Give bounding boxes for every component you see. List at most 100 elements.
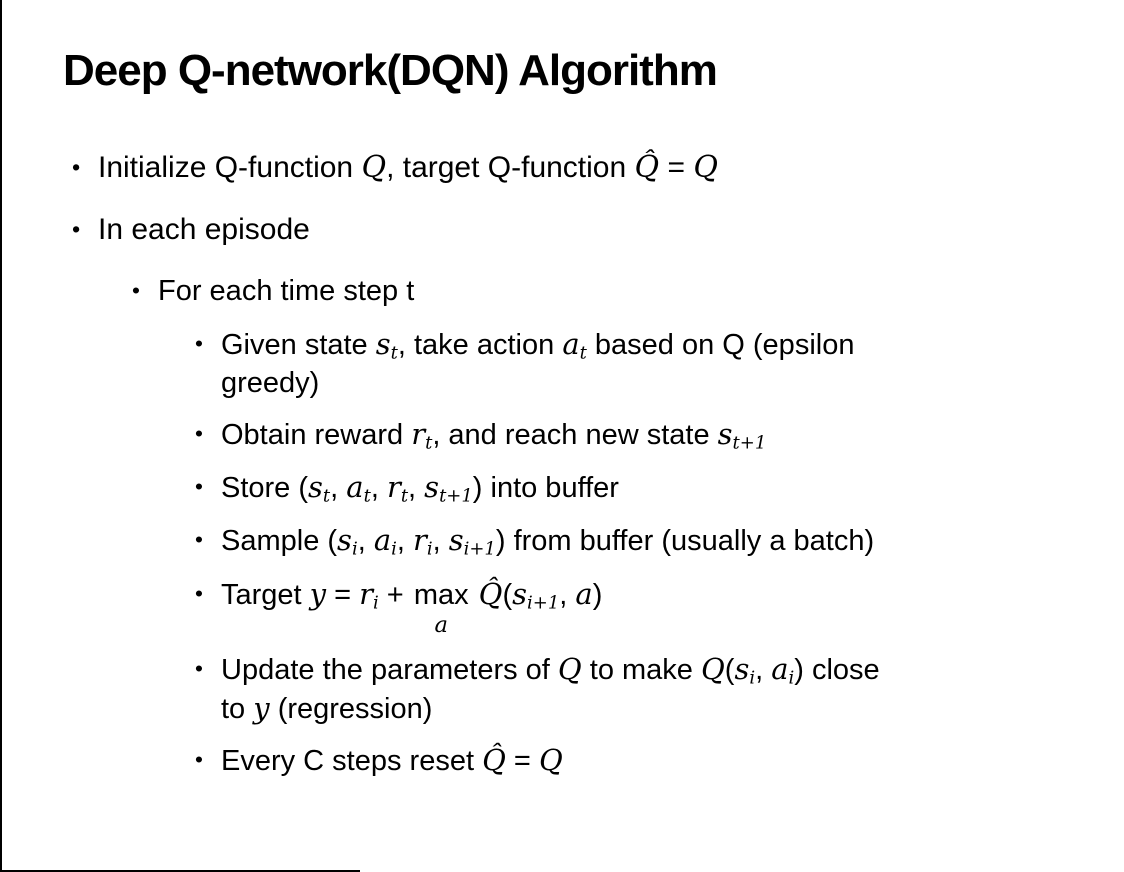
text-run: = — [505, 745, 539, 778]
math-variable: Q — [557, 652, 582, 686]
bullet-marker-icon: • — [195, 527, 203, 553]
text-run: (regression) — [269, 693, 433, 726]
math-subscript: t — [425, 432, 433, 454]
math-variable: y — [309, 576, 327, 611]
math-variable: s — [337, 523, 352, 558]
bullet-item: •Initialize Q-function Q, target Q-funct… — [0, 149, 1124, 187]
math-subscript: i — [351, 538, 358, 560]
text-run: , — [357, 525, 374, 558]
bullet-text: Sample (si, ai, ri, si+1) from buffer (u… — [221, 522, 1124, 561]
text-run: , — [559, 578, 576, 611]
bullet-item: •Obtain reward rt, and reach new state s… — [0, 416, 1124, 455]
text-run: ) — [592, 578, 603, 611]
math-variable: a — [575, 576, 593, 611]
math-variable: Q̂ — [634, 149, 660, 185]
bullet-text: Store (st, at, rt, st+1) into buffer — [221, 469, 1124, 508]
math-variable: Q̂ — [478, 576, 503, 611]
bullet-item: • Given state st, take action at based on… — [0, 326, 1124, 402]
bullet-item: • Store (st, at, rt, st+1) into buffer — [0, 469, 1124, 508]
text-run: Sample ( — [221, 525, 338, 558]
bullet-text: Given state st, take action at based on … — [221, 326, 1124, 402]
bullet-item: • Update the parameters of Q to make Q(si… — [0, 651, 1124, 728]
slide-bottom-border — [0, 870, 360, 872]
bullet-item: •For each time step t — [0, 273, 1124, 310]
bullet-text: Initialize Q-function Q, target Q-functi… — [98, 149, 1124, 187]
text-run: , target Q-function — [386, 150, 635, 184]
math-variable: r — [359, 576, 373, 611]
math-variable: r — [412, 523, 427, 558]
bullet-text: In each episode — [98, 211, 1124, 249]
text-run: Store ( — [221, 472, 309, 505]
text-run: , — [396, 525, 413, 558]
math-subscript: t — [363, 485, 371, 507]
math-subscript: i — [749, 667, 756, 689]
bullet-marker-icon: • — [195, 580, 203, 606]
text-run: In each episode — [98, 212, 310, 246]
math-variable: a — [346, 470, 364, 505]
math-operator: max — [413, 578, 469, 611]
bullet-marker-icon: • — [195, 747, 203, 773]
math-variable: a — [771, 652, 789, 686]
bullet-text: Update the parameters of Q to make Q(si,… — [221, 651, 1124, 728]
text-run: Every C steps reset — [221, 745, 483, 778]
bullet-marker-icon: • — [195, 420, 203, 446]
text-run: ) from buffer (usually a batch) — [495, 525, 875, 558]
bullet-marker-icon: • — [195, 656, 203, 681]
bullet-text: Obtain reward rt, and reach new state st… — [221, 416, 1124, 455]
text-run: Initialize Q-function — [98, 150, 362, 184]
text-run: , — [370, 472, 387, 505]
text-run: + — [378, 578, 412, 611]
bullet-list: •Initialize Q-function Q, target Q-funct… — [0, 149, 1124, 780]
bullet-item: • In each episode — [0, 211, 1124, 249]
text-run: Given state — [221, 328, 376, 361]
math-variable: a — [562, 326, 580, 361]
bullet-marker-icon: • — [195, 474, 203, 500]
math-variable: a — [373, 523, 392, 558]
text-run — [471, 579, 479, 611]
math-variable: s — [424, 470, 440, 505]
bullet-text: Every C steps reset Q̂ = Q — [221, 742, 1124, 780]
text-run: ) close — [794, 654, 880, 686]
math-subscript: i+1 — [527, 592, 560, 614]
bullet-item: • Every C steps reset Q̂ = Q — [0, 742, 1124, 780]
math-variable: y — [253, 691, 270, 726]
math-variable: s — [512, 576, 528, 611]
text-run: , — [432, 525, 449, 558]
math-subscript: t — [579, 342, 587, 364]
math-variable: Q — [693, 149, 718, 185]
bullet-item: • Sample (si, ai, ri, si+1) from buffer (… — [0, 522, 1124, 561]
math-variable: Q — [700, 652, 725, 686]
math-subscript: t — [322, 485, 331, 507]
math-subscript: i+1 — [463, 538, 496, 560]
bullet-marker-icon: • — [72, 215, 81, 242]
math-subscript: t+1 — [732, 432, 767, 454]
text-run: ( — [724, 654, 735, 686]
math-variable: r — [411, 416, 426, 451]
math-variable: s — [308, 470, 323, 505]
slide-left-border — [0, 0, 2, 872]
text-run: , take action — [397, 328, 563, 361]
text-run: ) into buffer — [472, 472, 619, 505]
text-run: greedy) — [221, 366, 320, 399]
bullet-marker-icon: • — [195, 330, 203, 356]
math-subscript: t+1 — [439, 485, 473, 507]
math-variable: Q — [361, 149, 387, 185]
text-run: to make — [581, 654, 701, 686]
math-subscript: t — [390, 342, 398, 364]
math-variable: s — [717, 416, 733, 451]
slide-title: Deep Q-network(DQN) Algorithm — [63, 46, 718, 95]
math-variable: Q — [538, 743, 563, 778]
math-subscript: i — [391, 538, 397, 560]
text-run: Target — [221, 578, 310, 611]
text-run: Update the parameters of — [221, 654, 558, 686]
math-variable: r — [386, 470, 401, 505]
text-run: , and reach new state — [432, 418, 718, 451]
text-run: to — [221, 693, 254, 726]
bullet-marker-icon: • — [72, 153, 81, 180]
math-subscript: i — [373, 592, 379, 614]
math-variable: s — [448, 523, 464, 558]
text-run: , — [755, 654, 772, 686]
